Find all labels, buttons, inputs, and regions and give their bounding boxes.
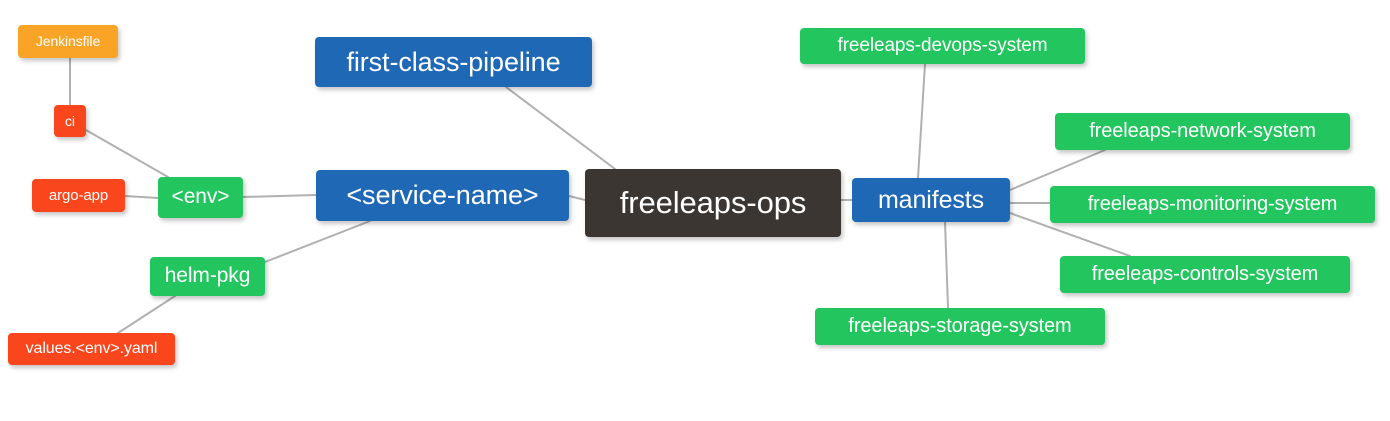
node-freeleaps-controls-system[interactable]: freeleaps-controls-system: [1060, 256, 1350, 293]
edge-service-name-to-helm-pkg: [264, 220, 371, 263]
node-first-class-pipeline[interactable]: first-class-pipeline: [315, 37, 592, 87]
node-manifests[interactable]: manifests: [852, 178, 1010, 222]
node-label-values-env-yaml: values.<env>.yaml: [25, 339, 158, 357]
node-label-first-class-pipeline: first-class-pipeline: [346, 46, 561, 77]
node-label-freeleaps-network-system: freeleaps-network-system: [1089, 120, 1316, 142]
node-freeleaps-ops[interactable]: freeleaps-ops: [585, 169, 841, 237]
node-label-freeleaps-storage-system: freeleaps-storage-system: [848, 315, 1072, 337]
edge-env-to-service-name: [242, 194, 317, 198]
edge-manifests-to-freeleaps-storage-system: [944, 221, 949, 309]
edge-ci-to-env: [85, 129, 169, 178]
node-label-env: <env>: [171, 185, 230, 209]
edge-service-name-to-freeleaps-ops: [568, 195, 586, 201]
node-helm-pkg[interactable]: helm-pkg: [150, 257, 265, 296]
edge-manifests-to-freeleaps-network-system: [1009, 149, 1106, 191]
node-freeleaps-network-system[interactable]: freeleaps-network-system: [1055, 113, 1350, 150]
node-label-freeleaps-devops-system: freeleaps-devops-system: [837, 35, 1048, 57]
node-freeleaps-devops-system[interactable]: freeleaps-devops-system: [800, 28, 1085, 64]
node-label-manifests: manifests: [877, 185, 985, 214]
node-env[interactable]: <env>: [158, 177, 243, 218]
edge-manifests-to-freeleaps-devops-system: [917, 63, 926, 179]
node-label-argo-app: argo-app: [48, 186, 109, 204]
node-label-ci: ci: [65, 112, 75, 129]
node-argo-app[interactable]: argo-app: [32, 179, 125, 212]
node-values-env-yaml[interactable]: values.<env>.yaml: [8, 333, 175, 365]
node-label-freeleaps-controls-system: freeleaps-controls-system: [1091, 263, 1319, 285]
node-label-helm-pkg: helm-pkg: [164, 264, 251, 288]
node-jenkinsfile[interactable]: Jenkinsfile: [18, 25, 118, 58]
edge-argo-app-to-env: [124, 195, 159, 199]
node-label-jenkinsfile: Jenkinsfile: [35, 33, 101, 50]
node-label-freeleaps-ops: freeleaps-ops: [619, 184, 807, 220]
node-service-name[interactable]: <service-name>: [316, 170, 569, 221]
node-label-freeleaps-monitoring-system: freeleaps-monitoring-system: [1087, 193, 1338, 215]
node-freeleaps-monitoring-system[interactable]: freeleaps-monitoring-system: [1050, 186, 1375, 223]
edge-first-class-pipeline-to-freeleaps-ops: [505, 86, 616, 170]
node-ci[interactable]: ci: [54, 105, 86, 137]
edge-helm-pkg-to-values-env-yaml: [117, 295, 176, 334]
node-freeleaps-storage-system[interactable]: freeleaps-storage-system: [815, 308, 1105, 345]
node-label-service-name: <service-name>: [346, 180, 539, 211]
